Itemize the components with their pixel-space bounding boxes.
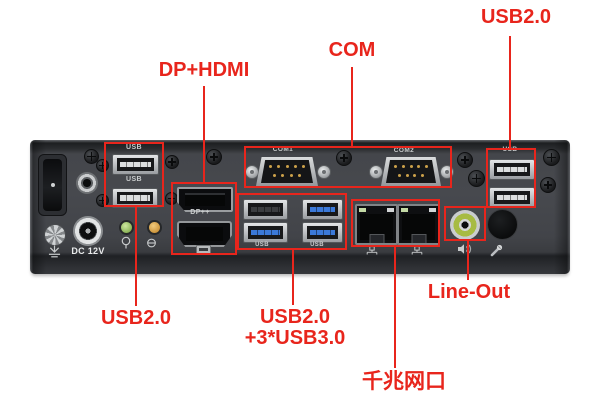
usb-port-label: USB xyxy=(126,144,142,151)
usb2-port xyxy=(112,188,158,208)
callout-box-lan xyxy=(351,199,440,247)
dp-port-label: DP++ xyxy=(190,209,210,216)
callout-line-lan xyxy=(394,247,396,368)
callout-box-usb-right xyxy=(486,148,536,208)
usb3-port xyxy=(302,199,343,220)
hdd-icon xyxy=(147,238,156,248)
annotation-usb-top: USB2.0 xyxy=(480,6,552,28)
com1-standoff xyxy=(245,165,259,179)
com1-label: COM1 xyxy=(272,146,294,153)
callout-line-com xyxy=(351,67,353,146)
com2-port xyxy=(381,157,441,186)
screw-icon xyxy=(540,177,556,193)
antenna-hole xyxy=(487,209,518,240)
annotation-com: COM xyxy=(328,39,376,61)
callout-line-usb-top xyxy=(509,36,511,148)
lan-port-1 xyxy=(355,204,398,245)
callout-box-com xyxy=(244,146,452,188)
dc-power-jack xyxy=(73,216,103,246)
com2-standoff xyxy=(369,165,383,179)
ground-screw xyxy=(44,224,66,246)
callout-box-dp-hdmi xyxy=(171,182,237,255)
callout-line-dp-hdmi xyxy=(203,86,205,182)
screw-icon xyxy=(468,170,485,187)
power-switch xyxy=(38,154,67,216)
screw-icon xyxy=(336,150,352,166)
chassis-right-edge xyxy=(554,140,570,274)
annotation-usb-cluster-line2: +3*USB3.0 xyxy=(244,327,346,349)
annotation-dp-hdmi: DP+HDMI xyxy=(158,59,250,81)
screw-icon xyxy=(84,149,99,164)
annotation-usb-cluster: USB2.0 +3*USB3.0 xyxy=(245,307,346,349)
dc-power-label: DC 12V xyxy=(71,246,105,256)
power-led xyxy=(119,220,134,235)
annotation-usb-cluster-line1: USB2.0 xyxy=(259,306,331,328)
usb2-port xyxy=(112,154,159,175)
usb3-port xyxy=(243,222,288,243)
callout-line-line-out xyxy=(467,241,469,280)
hdmi-port xyxy=(177,221,232,247)
network-icon xyxy=(411,246,423,255)
audio-jack xyxy=(76,172,98,194)
com1-standoff xyxy=(317,165,331,179)
screw-icon xyxy=(457,152,473,168)
line-out-jack xyxy=(450,210,480,240)
annotation-line-out: Line-Out xyxy=(427,281,511,303)
displayport-port xyxy=(177,187,233,212)
usb-port-label: USB xyxy=(126,176,142,183)
ground-icon xyxy=(48,245,61,258)
callout-line-usb-left xyxy=(135,207,137,306)
screw-icon xyxy=(165,155,179,169)
usb-port-label: USB xyxy=(255,242,269,248)
callout-line-usb-cluster xyxy=(292,250,294,305)
screw-icon xyxy=(206,149,222,165)
usb2-port xyxy=(243,199,288,220)
network-icon xyxy=(366,246,378,255)
hdd-led xyxy=(147,220,162,235)
screw-glyph-icon xyxy=(490,244,503,257)
callout-box-line-out xyxy=(444,206,486,241)
callout-box-usb-cluster xyxy=(237,193,347,250)
annotation-lan: 千兆网口 xyxy=(362,370,446,393)
power-lamp-icon xyxy=(121,236,131,249)
usb-port-label: USB xyxy=(310,242,324,248)
speaker-icon xyxy=(458,244,472,254)
com2-label: COM2 xyxy=(393,147,415,154)
annotation-usb-left: USB2.0 xyxy=(100,307,172,329)
power-switch-rocker xyxy=(43,159,62,211)
usb3-port xyxy=(302,222,343,243)
com1-port xyxy=(256,157,318,186)
lan-port-2 xyxy=(397,204,440,245)
screw-icon xyxy=(543,149,560,166)
callout-box-usb-left xyxy=(104,142,164,207)
